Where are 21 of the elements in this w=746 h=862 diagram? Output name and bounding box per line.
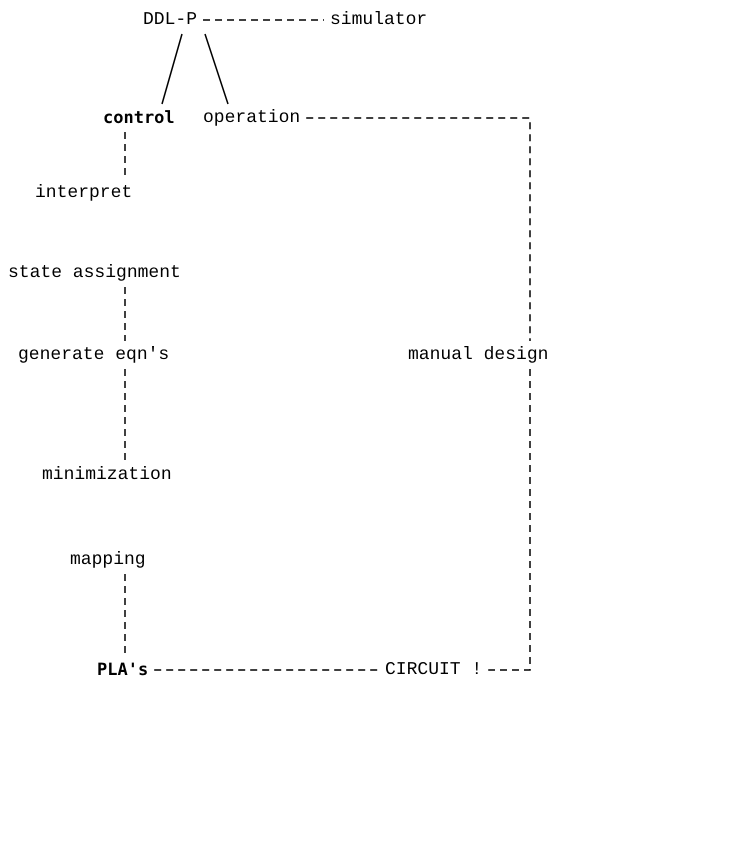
step-label: CIRCUIT ! <box>383 659 484 681</box>
dashed-line <box>124 574 126 656</box>
step-label: simulator <box>328 9 430 31</box>
step-label: operation <box>201 107 302 129</box>
step-label: manual design <box>406 344 550 366</box>
step-label: state assignment <box>6 262 183 284</box>
step-label: control <box>101 107 177 129</box>
step-label: minimization <box>40 464 174 486</box>
step-label: DDL-P <box>141 9 200 31</box>
step-label: mapping <box>68 549 148 571</box>
dashed-line <box>306 117 531 341</box>
dashed-line <box>154 669 379 671</box>
dashed-line <box>124 287 126 341</box>
step-label: PLA's <box>95 659 150 681</box>
connector-line <box>161 34 183 104</box>
dashed-line <box>203 19 324 21</box>
step-label: interpret <box>33 182 134 204</box>
dashed-line <box>488 369 531 671</box>
step-label: generate eqn's <box>16 344 172 366</box>
dashed-line <box>124 369 126 461</box>
connector-line <box>204 34 229 104</box>
